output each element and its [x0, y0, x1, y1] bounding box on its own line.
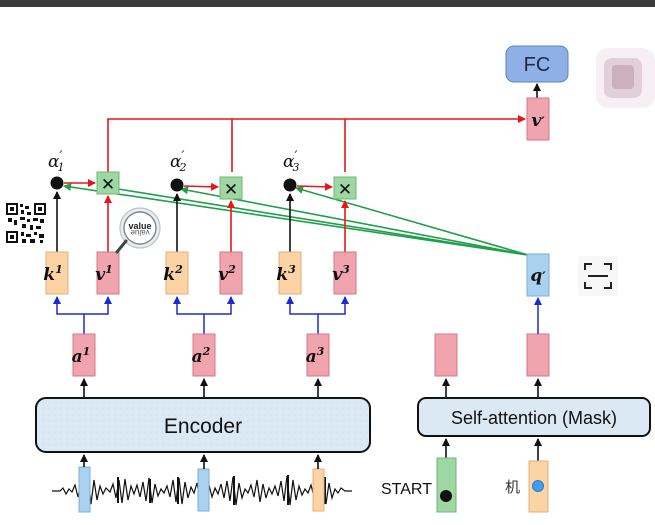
alpha-3-label: α′3	[283, 149, 299, 174]
encoder-label: Encoder	[164, 415, 242, 438]
scan-icon	[578, 256, 618, 296]
blurred-avatar	[596, 48, 655, 108]
value-3-box	[333, 251, 357, 295]
alpha-3-dot	[283, 178, 297, 192]
encoder-output-2-box	[192, 333, 216, 377]
a2-to-k2-arrow	[173, 296, 205, 340]
alpha-2-dot	[170, 178, 184, 192]
key-3-box	[278, 251, 302, 295]
qr-code-icon	[5, 202, 47, 244]
start-token-dot	[440, 490, 452, 502]
encoder-output-3-box	[306, 333, 330, 377]
encoder-box	[35, 397, 371, 453]
query-attention-lines	[63, 183, 529, 256]
a3-to-v3-arrow	[318, 296, 349, 315]
value-2-box	[219, 251, 243, 295]
decoder-box	[417, 397, 651, 437]
query-vector-box	[526, 253, 550, 297]
fc-label: FC	[524, 54, 551, 76]
attention-column-1: α′1 ✕ k1 v1 a1	[43, 149, 120, 398]
alpha-2-to-multiply-arrow	[183, 182, 219, 191]
decoder-output-2-box	[526, 333, 550, 377]
a1-to-k1-arrow	[53, 296, 85, 340]
multiply-box-3	[333, 176, 357, 200]
key-1-box	[45, 251, 69, 295]
multiply-box-1	[96, 171, 120, 195]
start-token-box	[436, 457, 457, 513]
encoder-output-1-label: a1	[72, 345, 91, 367]
value-1-label: v1	[95, 263, 113, 285]
a1-to-v1-arrow	[84, 296, 112, 315]
fc-box	[505, 45, 569, 83]
value-3-label: v3	[332, 263, 350, 285]
char-token-dot	[532, 480, 544, 492]
multiply-symbol-1: ✕	[101, 175, 115, 194]
decoder-output-1-box	[434, 333, 458, 377]
multiply-symbol-2: ✕	[224, 180, 238, 199]
alpha-1-dot	[50, 176, 64, 190]
weighted-sum-lines	[107, 115, 526, 172]
multiply-box-2	[219, 176, 243, 200]
value-2-label: v2	[218, 263, 236, 285]
magnifier-icon: value value	[115, 207, 161, 254]
magnifier-text-bottom: value	[130, 228, 150, 237]
key-1-label: k1	[43, 263, 62, 285]
alpha-3-to-multiply-arrow	[296, 182, 333, 191]
encoder-output-1-box	[72, 333, 96, 377]
alpha-1-label: α′1	[48, 149, 64, 174]
attention-column-3: α′3 ✕ k3 v3 a3	[276, 149, 357, 398]
window-top-bar	[0, 0, 655, 7]
frame-marker-3	[312, 468, 325, 512]
multiply-symbol-3: ✕	[338, 180, 352, 199]
magnifier-text-top: value	[128, 221, 151, 231]
start-token-label: START	[381, 481, 432, 498]
encoder-output-3-label: a3	[306, 345, 325, 367]
query-vector-label: q′	[530, 266, 546, 286]
context-vector-box	[526, 97, 550, 141]
key-2-box	[165, 251, 189, 295]
frame-marker-1	[78, 466, 91, 513]
a3-to-k3-arrow	[286, 296, 319, 340]
frame-marker-2	[197, 468, 210, 512]
attention-column-2: α′2 ✕ k2 v2 a2	[163, 149, 243, 398]
key-2-label: k2	[163, 263, 183, 285]
alpha-2-label: α′2	[170, 149, 186, 174]
a2-to-v2-arrow	[204, 296, 235, 315]
context-vector-label: v′	[531, 111, 545, 131]
decoder-label: Self-attention (Mask)	[451, 408, 617, 428]
key-3-label: k3	[276, 263, 296, 285]
value-1-box	[96, 251, 120, 295]
char-token-label: 机	[505, 478, 520, 496]
encoder-output-2-label: a2	[192, 345, 211, 367]
